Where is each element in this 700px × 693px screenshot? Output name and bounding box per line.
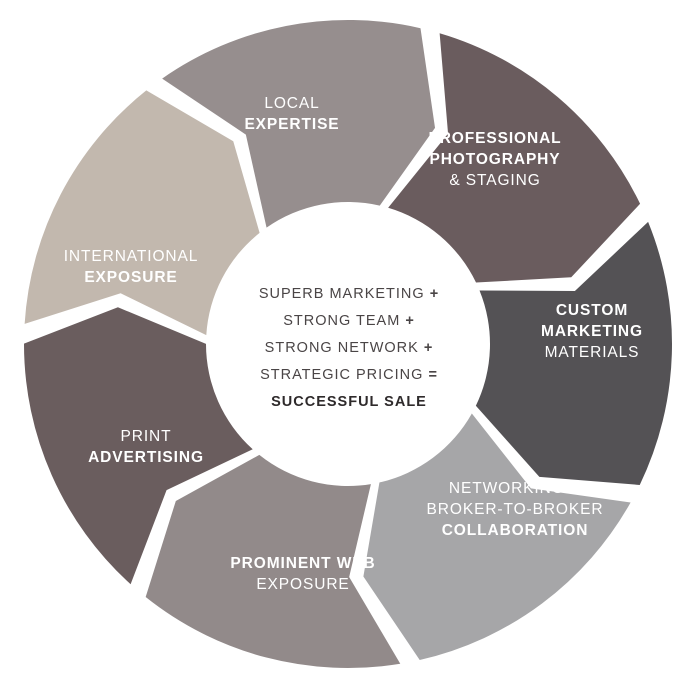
label-local-expertise-line-2: EXPERTISE — [244, 116, 340, 133]
formula-line-1: SUPERB MARKETING + — [258, 286, 440, 302]
segment-networking — [363, 413, 631, 660]
segment-professional-photography — [388, 33, 641, 283]
label-international-exposure-line-1: INTERNATIONAL — [63, 248, 199, 265]
formula-result: SUCCESSFUL SALE — [271, 394, 427, 410]
label-prominent-web-line-1: PROMINENT WEB — [230, 555, 376, 572]
segment-custom-marketing — [475, 221, 672, 485]
label-networking: NETWORKING & BROKER-TO-BROKER COLLABORATIO… — [427, 478, 604, 541]
label-prominent-web: PROMINENT WEB EXPOSURE — [230, 553, 375, 595]
center-formula: SUPERB MARKETING + STRONG TEAM + STRONG … — [259, 281, 439, 416]
segment-local-expertise — [162, 20, 436, 228]
label-custom-marketing-line-2: MARKETING — [541, 323, 643, 340]
label-custom-marketing-line-1: CUSTOM — [555, 302, 629, 319]
formula-line-3: STRONG NETWORK + — [264, 340, 434, 356]
label-international-exposure: INTERNATIONAL EXPOSURE — [64, 246, 199, 288]
label-custom-marketing-line-3: MATERIALS — [544, 344, 640, 361]
label-networking-line-1: NETWORKING & — [448, 480, 582, 497]
label-professional-photography-line-3: & STAGING — [449, 172, 541, 189]
segment-international-exposure — [24, 90, 260, 336]
label-professional-photography-line-1: PROFESSIONAL — [428, 130, 562, 147]
segment-print-advertising — [24, 307, 253, 585]
label-international-exposure-line-2: EXPOSURE — [84, 269, 178, 286]
label-networking-line-3: COLLABORATION — [441, 522, 589, 539]
label-print-advertising-line-2: ADVERTISING — [88, 449, 204, 466]
formula-line-2: STRONG TEAM + — [283, 313, 415, 329]
label-local-expertise: LOCAL EXPERTISE — [244, 93, 339, 135]
label-print-advertising-line-1: PRINT — [120, 428, 172, 445]
formula-line-4: STRATEGIC PRICING = — [260, 367, 438, 383]
label-print-advertising: PRINT ADVERTISING — [88, 426, 204, 468]
segment-prominent-web — [145, 454, 401, 668]
label-professional-photography: PROFESSIONAL PHOTOGRAPHY & STAGING — [428, 128, 561, 191]
label-prominent-web-line-2: EXPOSURE — [256, 576, 350, 593]
label-networking-line-2: BROKER-TO-BROKER — [426, 501, 604, 518]
label-local-expertise-line-1: LOCAL — [264, 95, 320, 112]
label-professional-photography-line-2: PHOTOGRAPHY — [429, 151, 561, 168]
label-custom-marketing: CUSTOM MARKETING MATERIALS — [541, 300, 643, 363]
